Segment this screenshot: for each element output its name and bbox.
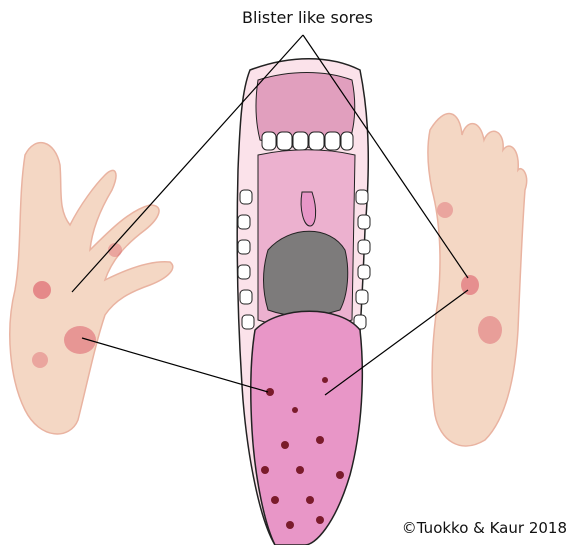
diagram-label: Blister like sores <box>0 8 575 27</box>
hand-illustration <box>10 143 173 434</box>
sore-5 <box>461 275 479 295</box>
sore-6 <box>478 316 502 344</box>
upper-teeth <box>262 132 353 150</box>
tongue <box>251 311 363 545</box>
throat <box>264 231 348 316</box>
sore-3 <box>32 352 48 368</box>
sore-2 <box>64 326 96 354</box>
foot-illustration <box>428 114 527 446</box>
mouth-illustration <box>237 59 370 545</box>
copyright-credit: ©Tuokko & Kaur 2018 <box>402 519 567 537</box>
sore-7 <box>437 202 453 218</box>
sore-1 <box>33 281 51 299</box>
